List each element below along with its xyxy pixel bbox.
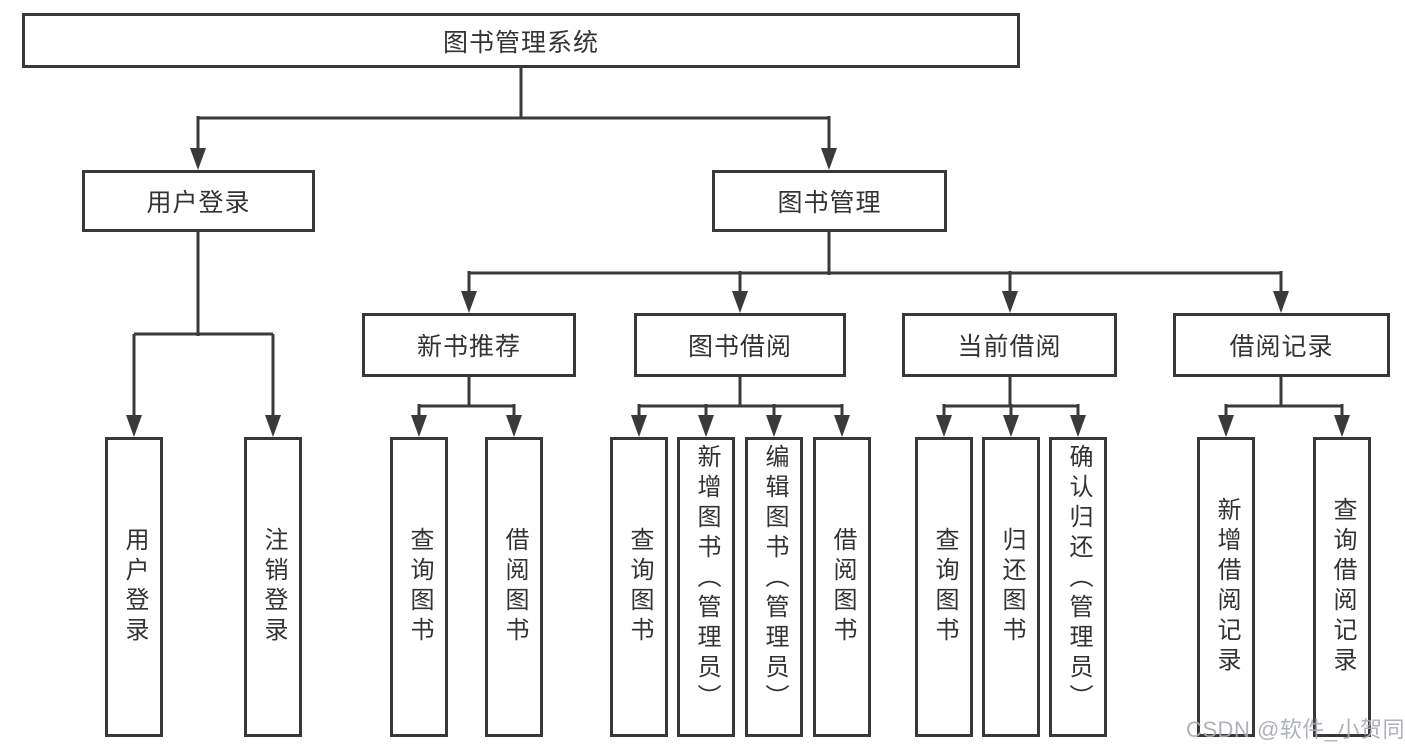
leaf-br-query-record-label: 查询借阅记录 bbox=[1329, 497, 1356, 677]
csdn-watermark: CSDN @软件_小贺同学 bbox=[1186, 717, 1405, 742]
leaf-bb-query-books-label: 查询图书 bbox=[626, 527, 653, 647]
node-current-borrowing-label: 当前借阅 bbox=[957, 333, 1062, 361]
arrow-down-icon bbox=[631, 415, 647, 437]
arrow-down-icon bbox=[936, 415, 952, 437]
arrow-down-icon bbox=[126, 415, 142, 437]
leaf-bb-edit-books-admin-label: 编辑图书（管理员） bbox=[761, 444, 788, 714]
node-root-label: 图书管理系统 bbox=[442, 28, 599, 57]
arrow-down-icon bbox=[1002, 291, 1018, 313]
arrow-down-icon bbox=[766, 415, 782, 437]
leaf-bb-borrow-books: 借阅图书 bbox=[813, 437, 871, 737]
node-user-login-label: 用户登录 bbox=[146, 189, 251, 217]
node-borrowing-records: 借阅记录 bbox=[1173, 313, 1390, 377]
leaf-bb-add-books-admin-label: 新增图书（管理员） bbox=[693, 444, 720, 714]
node-new-book-recommend: 新书推荐 bbox=[362, 313, 576, 377]
leaf-logout-label: 注销登录 bbox=[260, 527, 287, 647]
leaf-bb-edit-books-admin: 编辑图书（管理员） bbox=[745, 437, 803, 737]
leaf-br-add-record-label: 新增借阅记录 bbox=[1213, 497, 1240, 677]
leaf-cb-query-books: 查询图书 bbox=[915, 437, 973, 737]
arrow-down-icon bbox=[1070, 415, 1086, 437]
leaf-nb-borrow-books: 借阅图书 bbox=[485, 437, 543, 737]
arrow-down-icon bbox=[1334, 415, 1350, 437]
arrow-down-icon bbox=[1273, 291, 1289, 313]
arrow-down-icon bbox=[698, 415, 714, 437]
node-current-borrowing: 当前借阅 bbox=[902, 313, 1117, 377]
leaf-user-login: 用户登录 bbox=[105, 437, 163, 737]
node-book-management: 图书管理 bbox=[712, 170, 947, 232]
leaf-user-login-label: 用户登录 bbox=[121, 527, 148, 647]
node-root: 图书管理系统 bbox=[22, 13, 1020, 68]
leaf-nb-borrow-books-label: 借阅图书 bbox=[501, 527, 528, 647]
arrow-down-icon bbox=[732, 291, 748, 313]
leaf-logout: 注销登录 bbox=[244, 437, 302, 737]
leaf-cb-confirm-return-admin-label: 确认归还（管理员） bbox=[1065, 444, 1092, 714]
arrow-down-icon bbox=[461, 291, 477, 313]
arrow-down-icon bbox=[411, 415, 427, 437]
arrow-down-icon bbox=[834, 415, 850, 437]
leaf-br-add-record: 新增借阅记录 bbox=[1197, 437, 1255, 737]
leaf-bb-query-books: 查询图书 bbox=[610, 437, 668, 737]
leaf-cb-confirm-return-admin: 确认归还（管理员） bbox=[1049, 437, 1107, 737]
leaf-cb-return-books-label: 归还图书 bbox=[998, 527, 1025, 647]
leaf-cb-query-books-label: 查询图书 bbox=[931, 527, 958, 647]
arrow-down-icon bbox=[190, 148, 206, 170]
node-book-borrowing: 图书借阅 bbox=[634, 313, 846, 377]
node-new-book-recommend-label: 新书推荐 bbox=[416, 333, 521, 361]
arrow-down-icon bbox=[1218, 415, 1234, 437]
leaf-cb-return-books: 归还图书 bbox=[982, 437, 1040, 737]
leaf-nb-query-books-label: 查询图书 bbox=[406, 527, 433, 647]
node-book-management-label: 图书管理 bbox=[777, 189, 882, 217]
leaf-br-query-record: 查询借阅记录 bbox=[1313, 437, 1371, 737]
node-book-borrowing-label: 图书借阅 bbox=[687, 333, 792, 361]
arrow-down-icon bbox=[506, 415, 522, 437]
node-borrowing-records-label: 借阅记录 bbox=[1229, 333, 1334, 361]
arrow-down-icon bbox=[821, 148, 837, 170]
arrow-down-icon bbox=[1003, 415, 1019, 437]
leaf-bb-add-books-admin: 新增图书（管理员） bbox=[677, 437, 735, 737]
leaf-nb-query-books: 查询图书 bbox=[390, 437, 448, 737]
arrow-down-icon bbox=[265, 415, 281, 437]
node-user-login: 用户登录 bbox=[82, 170, 315, 232]
leaf-bb-borrow-books-label: 借阅图书 bbox=[829, 527, 856, 647]
